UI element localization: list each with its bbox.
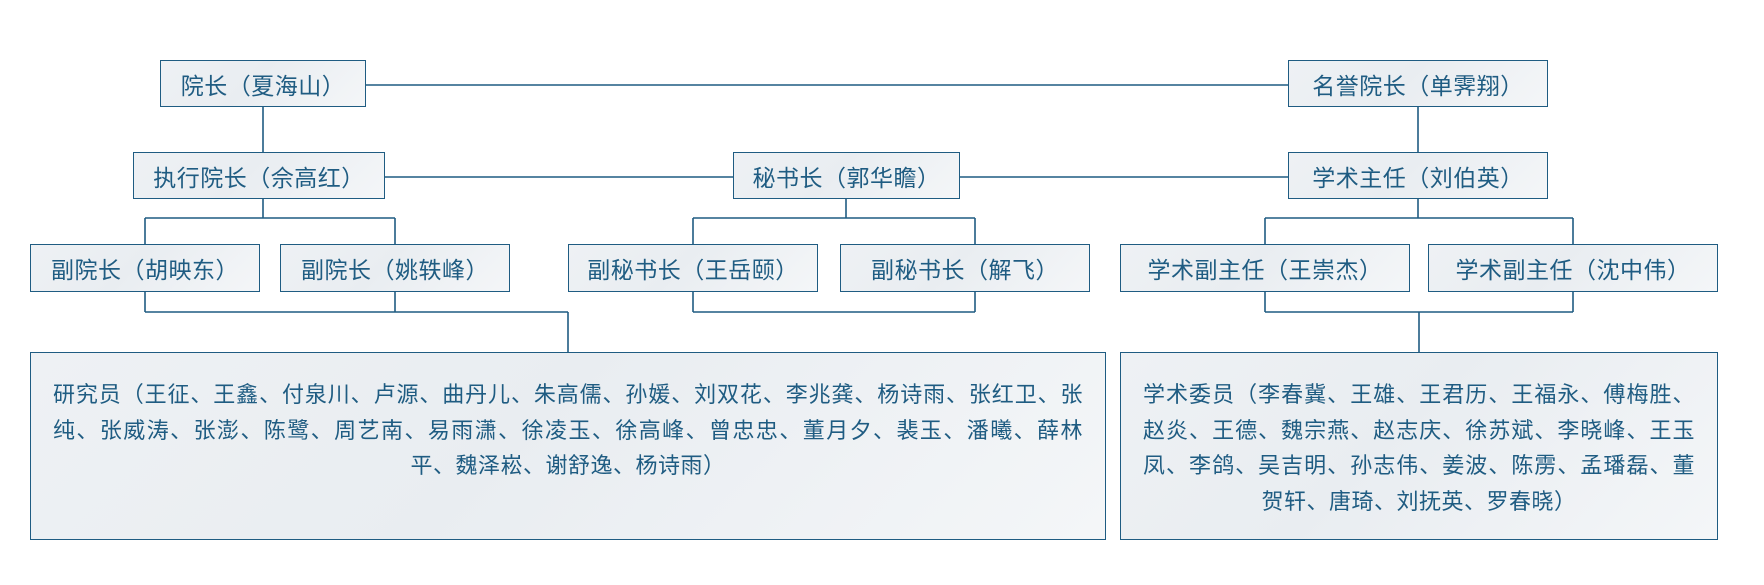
node-dean[interactable]: 院长（夏海山）	[160, 60, 366, 107]
node-secretary-general-label: 秘书长（郭华瞻）	[752, 164, 941, 191]
node-researchers-label: 研究员（王征、王鑫、付泉川、卢源、曲丹儿、朱高儒、孙媛、刘双花、李兆龚、杨诗雨、…	[53, 382, 1083, 479]
node-executive-dean[interactable]: 执行院长（佘高红）	[133, 152, 385, 199]
node-academic-vice-director-2-label: 学术副主任（沈中伟）	[1455, 257, 1691, 283]
node-academic-vice-director-1-label: 学术副主任（王崇杰）	[1147, 257, 1383, 283]
node-academic-director[interactable]: 学术主任（刘伯英）	[1288, 152, 1548, 199]
node-vice-dean-2-label: 副院长（姚轶峰）	[301, 257, 489, 283]
node-academic-members-label: 学术委员（李春冀、王雄、王君历、王福永、傅梅胜、赵炎、王德、魏宗燕、赵志庆、徐苏…	[1143, 382, 1695, 514]
node-honorary-dean[interactable]: 名誉院长（单霁翔）	[1288, 60, 1548, 107]
node-deputy-secretary-1-label: 副秘书长（王岳颐）	[587, 257, 799, 283]
node-executive-dean-label: 执行院长（佘高红）	[153, 164, 365, 191]
node-researchers[interactable]: 研究员（王征、王鑫、付泉川、卢源、曲丹儿、朱高儒、孙媛、刘双花、李兆龚、杨诗雨、…	[30, 352, 1106, 540]
node-deputy-secretary-2[interactable]: 副秘书长（解飞）	[840, 244, 1090, 292]
node-dean-label: 院长（夏海山）	[180, 72, 346, 99]
node-deputy-secretary-1[interactable]: 副秘书长（王岳颐）	[568, 244, 818, 292]
node-vice-dean-1[interactable]: 副院长（胡映东）	[30, 244, 260, 292]
node-vice-dean-2[interactable]: 副院长（姚轶峰）	[280, 244, 510, 292]
node-vice-dean-1-label: 副院长（胡映东）	[51, 257, 239, 283]
node-honorary-dean-label: 名誉院长（单霁翔）	[1312, 72, 1524, 99]
node-academic-vice-director-2[interactable]: 学术副主任（沈中伟）	[1428, 244, 1718, 292]
node-academic-vice-director-1[interactable]: 学术副主任（王崇杰）	[1120, 244, 1410, 292]
node-secretary-general[interactable]: 秘书长（郭华瞻）	[733, 152, 960, 199]
node-academic-director-label: 学术主任（刘伯英）	[1312, 164, 1524, 191]
node-deputy-secretary-2-label: 副秘书长（解飞）	[871, 257, 1059, 283]
node-academic-members[interactable]: 学术委员（李春冀、王雄、王君历、王福永、傅梅胜、赵炎、王德、魏宗燕、赵志庆、徐苏…	[1120, 352, 1718, 540]
